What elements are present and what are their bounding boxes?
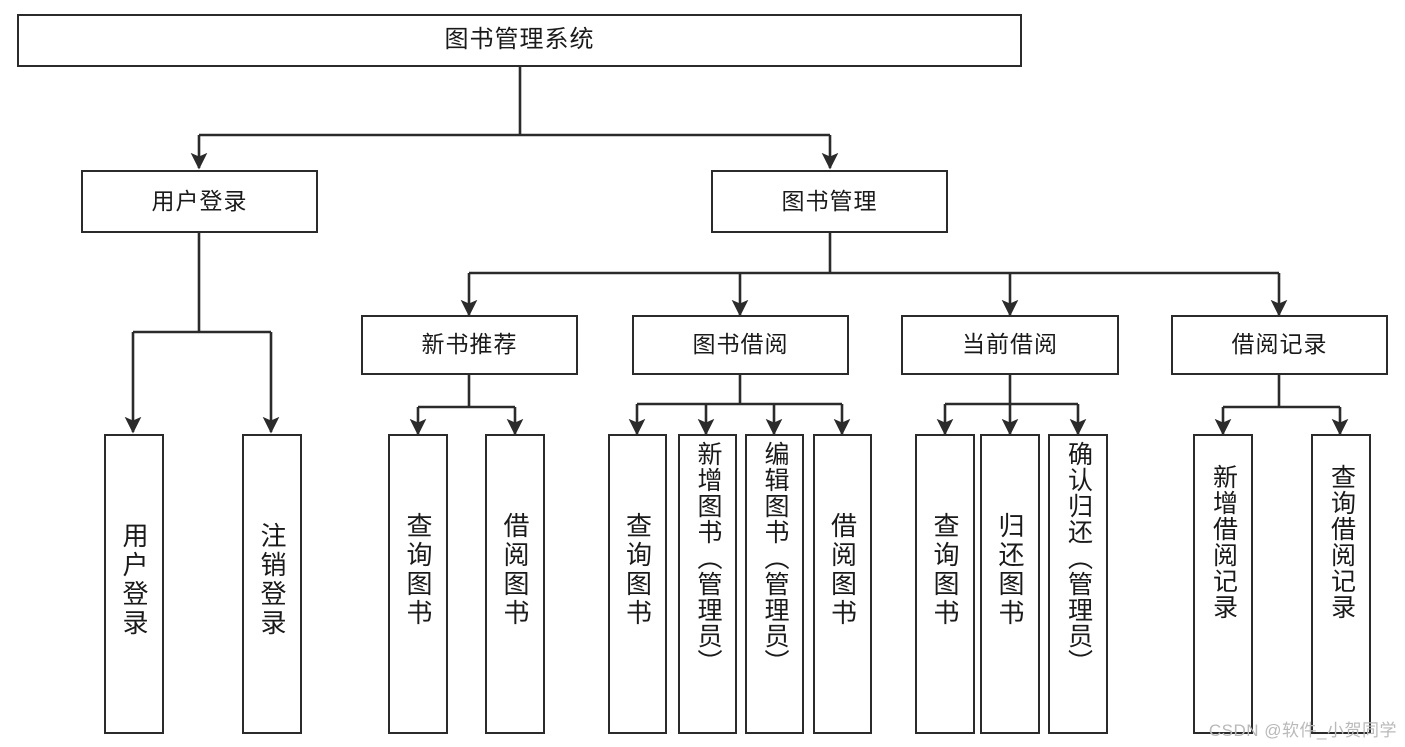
node-label: 编辑图书（管理员）: [761, 441, 789, 675]
node-label: 新书推荐: [421, 331, 518, 358]
node-label: 借阅图书: [500, 512, 530, 628]
watermark: CSDN @软件_小贺同学: [1208, 721, 1397, 740]
leaf-edit-book[interactable]: 编辑图书（管理员）: [745, 434, 804, 734]
leaf-borrow-book-recommend[interactable]: 借阅图书: [485, 434, 545, 734]
node-label: 查询借阅记录: [1327, 464, 1356, 620]
leaf-logout[interactable]: 注销登录: [242, 434, 302, 734]
leaf-return-book[interactable]: 归还图书: [980, 434, 1040, 734]
node-label: 当前借阅: [962, 331, 1058, 358]
node-label: 查询图书: [622, 512, 653, 628]
node-root-system[interactable]: 图书管理系统: [17, 14, 1022, 67]
node-label: 归还图书: [995, 512, 1025, 628]
node-label: 用户登录: [119, 522, 149, 638]
leaf-query-book-borrow[interactable]: 查询图书: [608, 434, 667, 734]
node-user-login[interactable]: 用户登录: [81, 170, 318, 233]
leaf-confirm-return[interactable]: 确认归还（管理员）: [1048, 434, 1108, 734]
node-label: 图书管理: [781, 187, 878, 214]
leaf-query-book-recommend[interactable]: 查询图书: [388, 434, 448, 734]
node-borrow-record[interactable]: 借阅记录: [1171, 315, 1388, 375]
leaf-borrow-book-borrow[interactable]: 借阅图书: [813, 434, 872, 734]
node-label: 图书借阅: [692, 331, 789, 358]
node-label: 查询图书: [403, 512, 433, 628]
node-label: 用户登录: [151, 187, 248, 214]
leaf-user-login[interactable]: 用户登录: [104, 434, 164, 734]
node-label: 确认归还（管理员）: [1064, 441, 1093, 675]
leaf-add-borrow-record[interactable]: 新增借阅记录: [1193, 434, 1253, 734]
leaf-query-book-current[interactable]: 查询图书: [915, 434, 975, 734]
node-label: 新增借阅记录: [1209, 464, 1238, 620]
node-current-borrow[interactable]: 当前借阅: [901, 315, 1119, 375]
node-label: 借阅图书: [827, 512, 858, 628]
leaf-add-book[interactable]: 新增图书（管理员）: [678, 434, 737, 734]
leaf-query-borrow-record[interactable]: 查询借阅记录: [1311, 434, 1371, 734]
node-label: 查询图书: [930, 512, 960, 628]
node-label: 注销登录: [257, 522, 287, 638]
node-label: 新增图书（管理员）: [694, 441, 722, 675]
node-label: 图书管理系统: [444, 26, 595, 54]
node-book-manage[interactable]: 图书管理: [711, 170, 948, 233]
node-label: 借阅记录: [1231, 331, 1328, 358]
node-book-borrow[interactable]: 图书借阅: [632, 315, 849, 375]
node-new-book-recommend[interactable]: 新书推荐: [361, 315, 578, 375]
